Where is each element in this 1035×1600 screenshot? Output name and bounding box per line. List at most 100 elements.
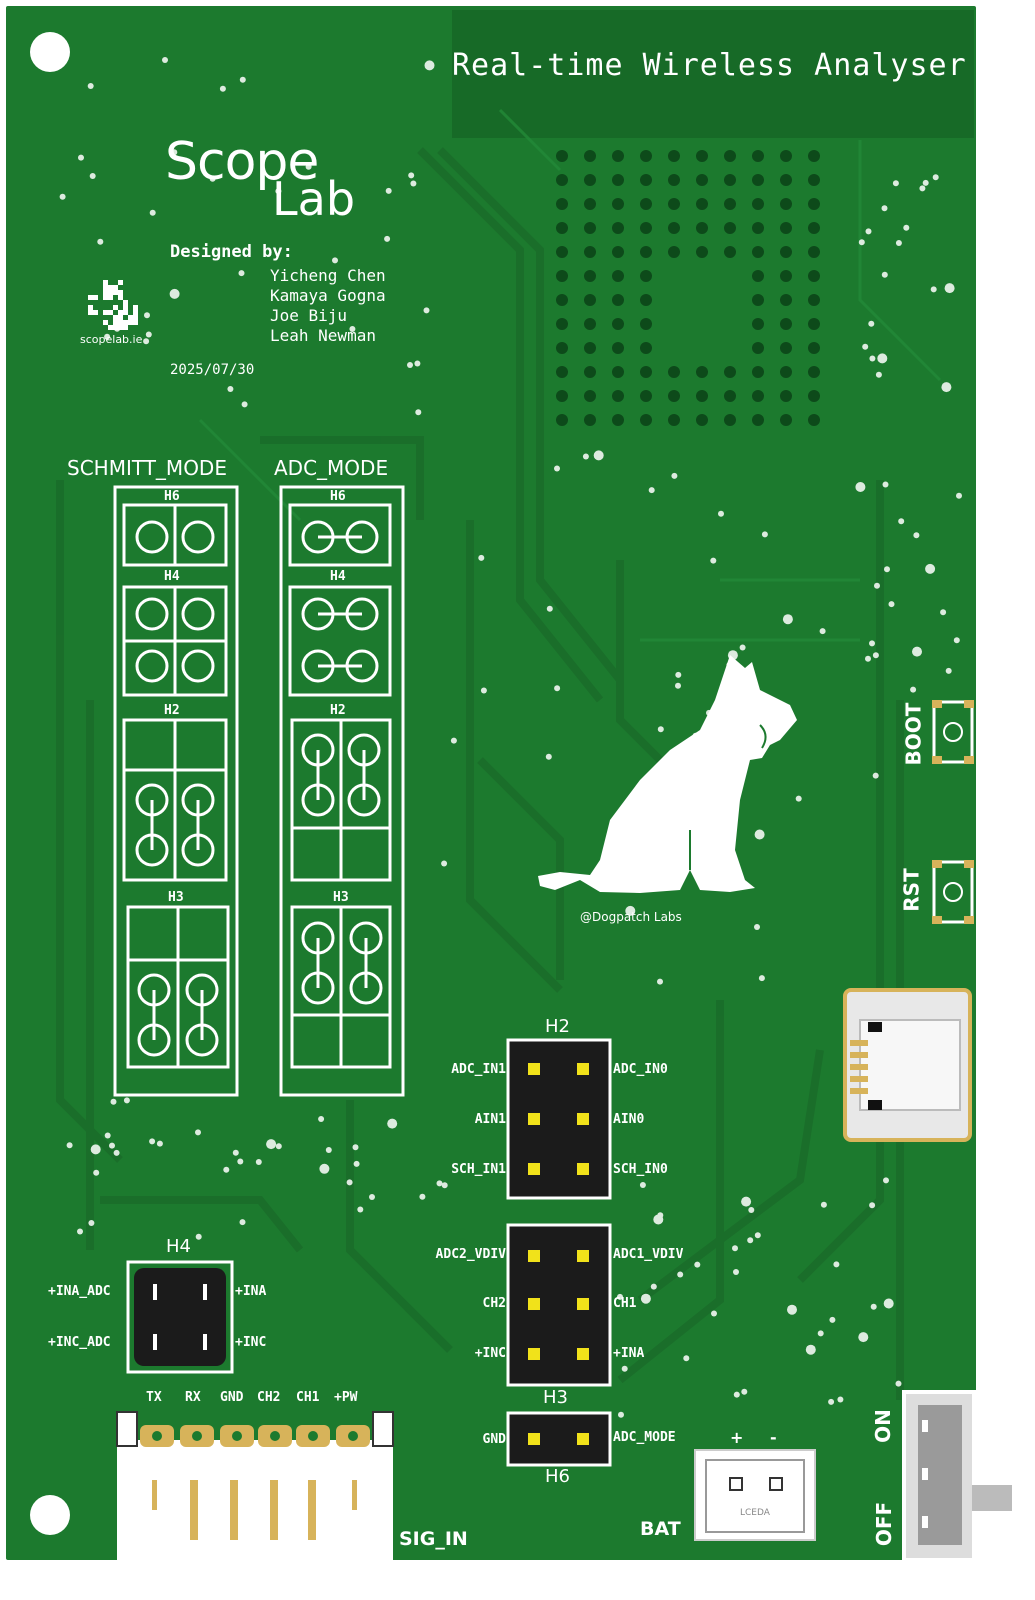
- via: [648, 487, 655, 494]
- via: [441, 1182, 448, 1189]
- battery-plus-label: +: [730, 1428, 744, 1447]
- via: [940, 609, 947, 616]
- via: [255, 1159, 262, 1165]
- bga-ball: [584, 294, 596, 306]
- via: [865, 655, 871, 662]
- via: [232, 1149, 239, 1156]
- header-h6-body: [506, 1411, 612, 1467]
- via: [817, 1330, 824, 1337]
- bga-ball: [668, 174, 680, 186]
- bga-ball: [780, 342, 792, 354]
- bga-ball: [556, 174, 568, 186]
- bga-ball: [780, 222, 792, 234]
- qr-code: [88, 280, 138, 330]
- header-h2-title: H2: [545, 1016, 570, 1037]
- via: [352, 1144, 359, 1151]
- mount-hole-bottom-left: [30, 1495, 70, 1535]
- via: [450, 737, 457, 744]
- via: [754, 1232, 761, 1239]
- adc-mode-title: ADC_MODE: [274, 456, 389, 480]
- bga-ball: [752, 246, 764, 258]
- bga-ball: [612, 390, 624, 402]
- via: [782, 614, 793, 625]
- via: [357, 1206, 364, 1213]
- via: [582, 453, 589, 460]
- via: [66, 1142, 73, 1149]
- bga-ball: [584, 174, 596, 186]
- bga-ball: [780, 414, 792, 426]
- via: [741, 1388, 748, 1395]
- bga-ball: [752, 198, 764, 210]
- via: [741, 1196, 752, 1207]
- via: [754, 829, 765, 840]
- logo-scope: Scope: [165, 132, 319, 192]
- header-h6-title: H6: [545, 1466, 570, 1487]
- via: [888, 601, 895, 608]
- bga-ball: [808, 198, 820, 210]
- via: [223, 1166, 230, 1173]
- via: [625, 905, 636, 916]
- bga-ball: [584, 342, 596, 354]
- via: [892, 180, 899, 187]
- via: [109, 1142, 115, 1149]
- bga-ball: [752, 342, 764, 354]
- bga-ball: [724, 366, 736, 378]
- bga-ball: [584, 390, 596, 402]
- bga-ball: [556, 390, 568, 402]
- header-h4-title: H4: [166, 1236, 191, 1257]
- via: [733, 1391, 740, 1398]
- via: [346, 1179, 353, 1186]
- rst-button-body: [932, 860, 974, 924]
- via: [657, 978, 663, 985]
- via: [758, 975, 765, 982]
- via: [739, 644, 746, 651]
- via: [828, 1398, 835, 1405]
- bga-ball: [808, 318, 820, 330]
- via: [657, 726, 664, 733]
- via: [369, 1194, 375, 1200]
- via: [305, 163, 312, 170]
- bga-ball: [752, 366, 764, 378]
- via: [881, 271, 888, 278]
- bga-ball: [724, 222, 736, 234]
- header-h3-body: [506, 1223, 612, 1387]
- via: [805, 1344, 816, 1355]
- bga-ball: [808, 414, 820, 426]
- via: [318, 1116, 325, 1122]
- via: [953, 637, 960, 644]
- bga-ball: [780, 390, 792, 402]
- connector-pin-label: CH2: [257, 1390, 281, 1405]
- dogpatch-credit: @Dogpatch Labs: [580, 910, 682, 924]
- via: [241, 401, 248, 408]
- battery-minus-label: -: [770, 1428, 777, 1447]
- via: [733, 1269, 739, 1275]
- bga-ball: [808, 270, 820, 282]
- via: [883, 1298, 894, 1309]
- bga-ball: [584, 150, 596, 162]
- bga-ball: [612, 366, 624, 378]
- via: [872, 772, 879, 779]
- bga-ball: [668, 414, 680, 426]
- via: [858, 1332, 869, 1343]
- bga-ball: [668, 150, 680, 162]
- bga-ball: [724, 246, 736, 258]
- bga-ball: [612, 342, 624, 354]
- via: [895, 1380, 902, 1387]
- via: [913, 532, 920, 539]
- via: [384, 235, 391, 242]
- connector-pin-label: RX: [185, 1390, 201, 1405]
- schmitt-h4-label: H4: [164, 569, 180, 584]
- via: [869, 1202, 876, 1209]
- designer-list: Yicheng Chen Kamaya Gogna Joe Biju Leah …: [270, 266, 386, 346]
- bga-ball: [752, 414, 764, 426]
- h3-left-pin-label: ADC2_VDIV: [435, 1247, 506, 1262]
- via: [156, 1140, 163, 1147]
- via: [209, 175, 216, 182]
- via: [787, 1304, 797, 1315]
- bga-ball: [780, 270, 792, 282]
- via: [869, 355, 876, 362]
- bga-ball: [696, 246, 708, 258]
- via: [930, 286, 937, 293]
- bga-ball: [696, 414, 708, 426]
